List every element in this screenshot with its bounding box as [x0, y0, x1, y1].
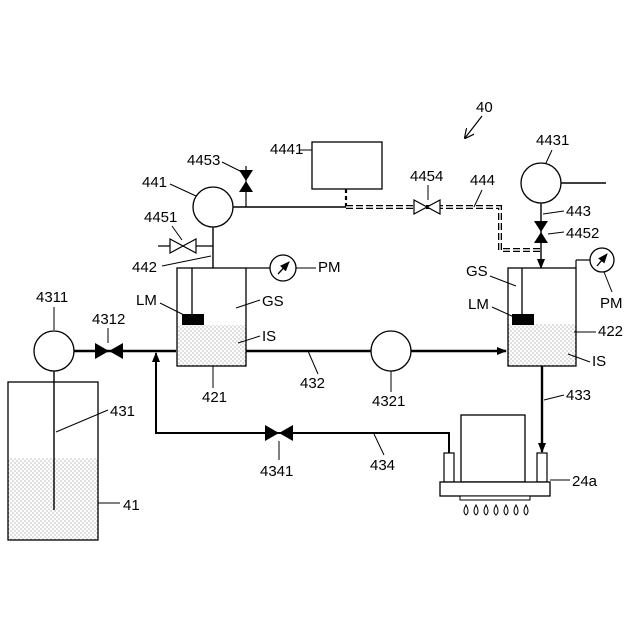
label-valve-4451: 4451	[144, 209, 177, 226]
label-pipe-pressure: 442	[132, 259, 157, 276]
label-gs-right: GS	[466, 263, 488, 280]
label-box-4441: 4441	[270, 141, 303, 158]
label-pm-right: PM	[600, 295, 623, 312]
dashed-pressure-line	[346, 207, 540, 250]
pressure-meter-right	[590, 248, 614, 272]
leader-pump-4431	[546, 150, 552, 163]
leader-valve-4453	[222, 162, 242, 172]
label-pipe-return: 434	[370, 457, 395, 474]
label-valve-return: 4341	[260, 463, 293, 480]
pressure-pump	[193, 187, 233, 227]
leader-pipe-443	[543, 211, 564, 214]
label-pump-pressure: 441	[142, 174, 167, 191]
label-tank-main: 41	[123, 497, 140, 514]
dashed-pressure-line-inner	[346, 207, 540, 250]
leader-pump-pressure	[170, 184, 196, 196]
figure-ref-label: 40	[476, 99, 493, 116]
label-pump-4431: 4431	[536, 132, 569, 149]
label-valve-4453: 4453	[187, 152, 220, 169]
pressure-meter-left	[270, 255, 296, 281]
label-pipe-out: 433	[566, 387, 591, 404]
valve-4452	[534, 221, 548, 243]
leader-lm-right	[492, 307, 514, 317]
supply-valve	[95, 343, 123, 359]
leader-pipe-pressure	[162, 256, 211, 266]
label-tank-first: 421	[202, 389, 227, 406]
label-valve-4452: 4452	[566, 225, 599, 242]
label-pump-middle: 4321	[372, 393, 405, 410]
label-pipe-supply: 431	[110, 403, 135, 420]
pressure-buffer-box	[312, 142, 382, 189]
label-is-right: IS	[592, 353, 606, 370]
valve-4454	[414, 200, 440, 214]
first-sub-tank	[177, 268, 246, 366]
label-valve-supply: 4312	[92, 311, 125, 328]
middle-pump	[371, 331, 411, 371]
ink-droplets	[464, 505, 528, 515]
leader-lm-left	[160, 303, 184, 315]
leader-valve-4452	[548, 232, 564, 234]
label-pipe-443: 443	[566, 203, 591, 220]
leader-gs-right	[490, 276, 516, 286]
return-valve	[265, 425, 293, 441]
leader-pipe-return	[374, 434, 384, 455]
leader-pipe-middle	[308, 351, 318, 374]
label-lm-left: LM	[136, 292, 157, 309]
supply-pump	[34, 331, 74, 371]
figure-ref-arrow	[465, 116, 482, 138]
label-lm-right: LM	[468, 296, 489, 313]
label-tank-second: 422	[598, 323, 623, 340]
main-ink-tank	[8, 370, 98, 540]
print-head	[440, 415, 550, 500]
label-pump-supply: 4311	[36, 289, 68, 306]
leader-pipe-out	[544, 395, 564, 400]
leader-gs-left	[236, 300, 260, 308]
leader-pm-right	[604, 272, 612, 292]
label-pipe-444: 444	[470, 172, 495, 189]
label-head: 24a	[572, 473, 598, 490]
label-pipe-middle: 432	[300, 375, 325, 392]
leader-valve-4451	[172, 226, 182, 240]
leader-pipe-supply	[56, 410, 108, 432]
vent-valve-4451	[170, 239, 196, 253]
label-is-left: IS	[262, 328, 276, 345]
valve-4453	[239, 170, 253, 192]
label-gs-left: GS	[262, 293, 284, 310]
leader-pipe-444	[474, 190, 482, 207]
second-sub-tank	[508, 268, 576, 366]
label-valve-4454: 4454	[410, 168, 443, 185]
label-pm-left: PM	[318, 259, 341, 276]
pressure-pump-4431	[521, 163, 561, 203]
